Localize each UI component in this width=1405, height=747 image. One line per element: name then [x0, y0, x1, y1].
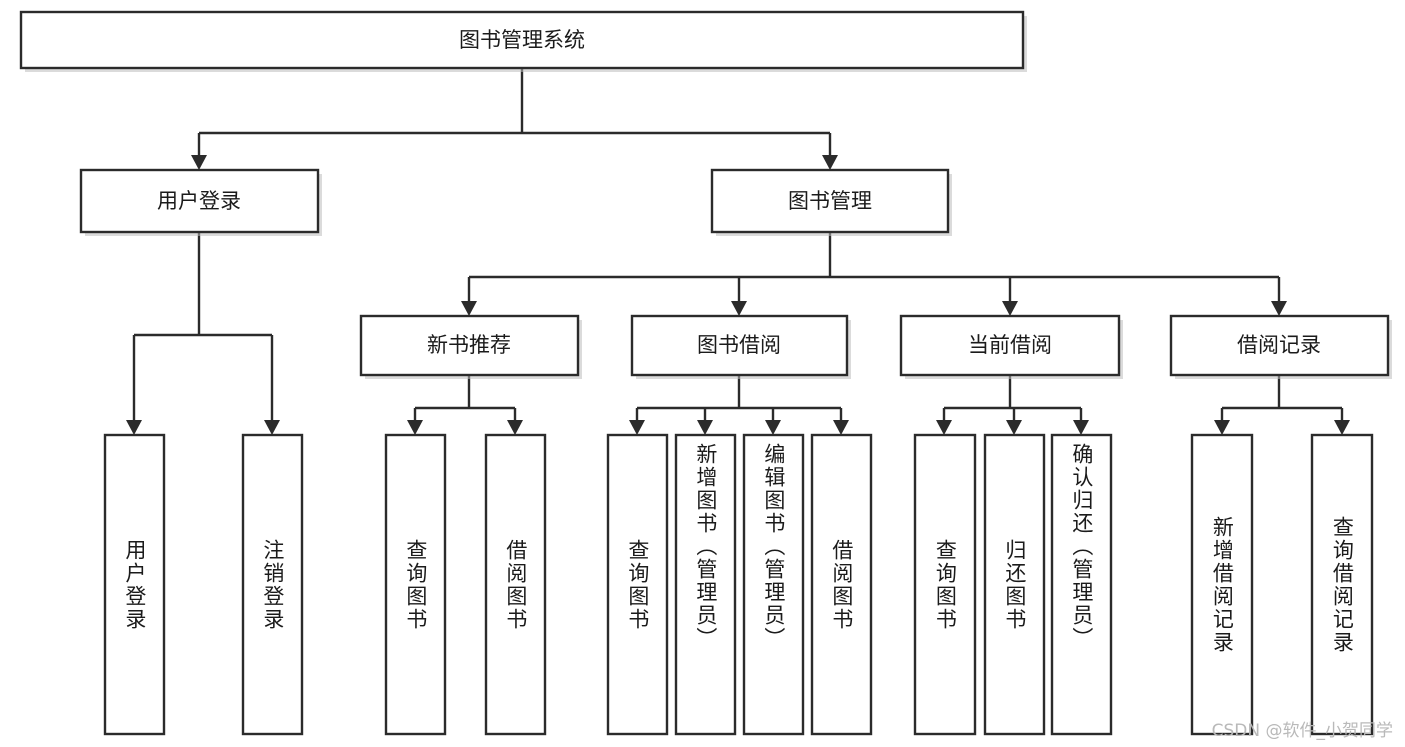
borrow-record-label: 借阅记录 — [1237, 333, 1321, 357]
user-login-label: 用户登录 — [157, 189, 241, 213]
leaf-confirm-return-box[interactable] — [1050, 433, 1113, 736]
arrow-head-book-borrow — [731, 301, 747, 316]
connector-layer — [126, 68, 1350, 435]
arrow-head-book-manage — [822, 155, 838, 170]
leaf-query-book-borrow-box[interactable] — [606, 433, 669, 736]
arrow-head-leaf-borrow-book — [833, 420, 849, 435]
arrow-head-current-borrow — [1002, 301, 1018, 316]
arrow-head-user-login — [191, 155, 207, 170]
leaf-add-book-box[interactable] — [674, 433, 737, 736]
current-borrow-label: 当前借阅 — [968, 333, 1052, 357]
new-book-recommend-label: 新书推荐 — [427, 333, 511, 357]
root-box[interactable] — [19, 10, 1025, 70]
arrow-head-new-book-recommend — [461, 301, 477, 316]
leaf-query-record-box[interactable] — [1310, 433, 1374, 736]
arrow-head-leaf-user-login — [126, 420, 142, 435]
user-login-box[interactable] — [79, 168, 320, 234]
leaf-logout-box[interactable] — [241, 433, 304, 736]
arrow-head-leaf-query-book-rec — [407, 420, 423, 435]
node-book-manage[interactable]: 图书管理 — [710, 168, 952, 236]
leaf-query-book-current-box[interactable] — [913, 433, 977, 736]
book-manage-box[interactable] — [710, 168, 950, 234]
leaf-edit-book-box[interactable] — [742, 433, 805, 736]
arrow-head-leaf-confirm-return — [1073, 420, 1089, 435]
new-book-recommend-box[interactable] — [359, 314, 580, 377]
book-borrow-box[interactable] — [630, 314, 849, 377]
arrow-head-leaf-query-book-current — [936, 420, 952, 435]
node-current-borrow[interactable]: 当前借阅 — [899, 314, 1123, 379]
node-user-login[interactable]: 用户登录 — [79, 168, 322, 236]
arrow-head-leaf-query-book-borrow — [629, 420, 645, 435]
arrow-head-leaf-return-book — [1006, 420, 1022, 435]
arrow-head-leaf-add-book — [697, 420, 713, 435]
node-book-borrow[interactable]: 图书借阅 — [630, 314, 851, 379]
arrow-head-leaf-borrow-book-rec — [507, 420, 523, 435]
book-manage-label: 图书管理 — [788, 189, 872, 213]
csdn-watermark: CSDN @软件_小贺同学 — [1211, 721, 1393, 741]
root-label: 图书管理系统 — [459, 28, 585, 52]
book-borrow-label: 图书借阅 — [697, 333, 781, 357]
leaf-query-book-rec-box[interactable] — [384, 433, 447, 736]
arrow-head-borrow-record — [1271, 301, 1287, 316]
arrow-head-leaf-edit-book — [765, 420, 781, 435]
node-root[interactable]: 图书管理系统 — [19, 10, 1027, 72]
arrow-head-leaf-logout — [264, 420, 280, 435]
node-borrow-record[interactable]: 借阅记录 — [1169, 314, 1392, 379]
leaf-box-layer — [103, 433, 1374, 736]
arrow-head-leaf-add-record — [1214, 420, 1230, 435]
current-borrow-box[interactable] — [899, 314, 1121, 377]
leaf-user-login-box[interactable] — [103, 433, 166, 736]
leaf-return-book-box[interactable] — [983, 433, 1046, 736]
node-new-book-recommend[interactable]: 新书推荐 — [359, 314, 582, 379]
leaf-borrow-book-rec-box[interactable] — [484, 433, 547, 736]
borrow-record-box[interactable] — [1169, 314, 1390, 377]
leaf-borrow-book-box[interactable] — [810, 433, 873, 736]
leaf-add-record-box[interactable] — [1190, 433, 1254, 736]
arrow-head-leaf-query-record — [1334, 420, 1350, 435]
